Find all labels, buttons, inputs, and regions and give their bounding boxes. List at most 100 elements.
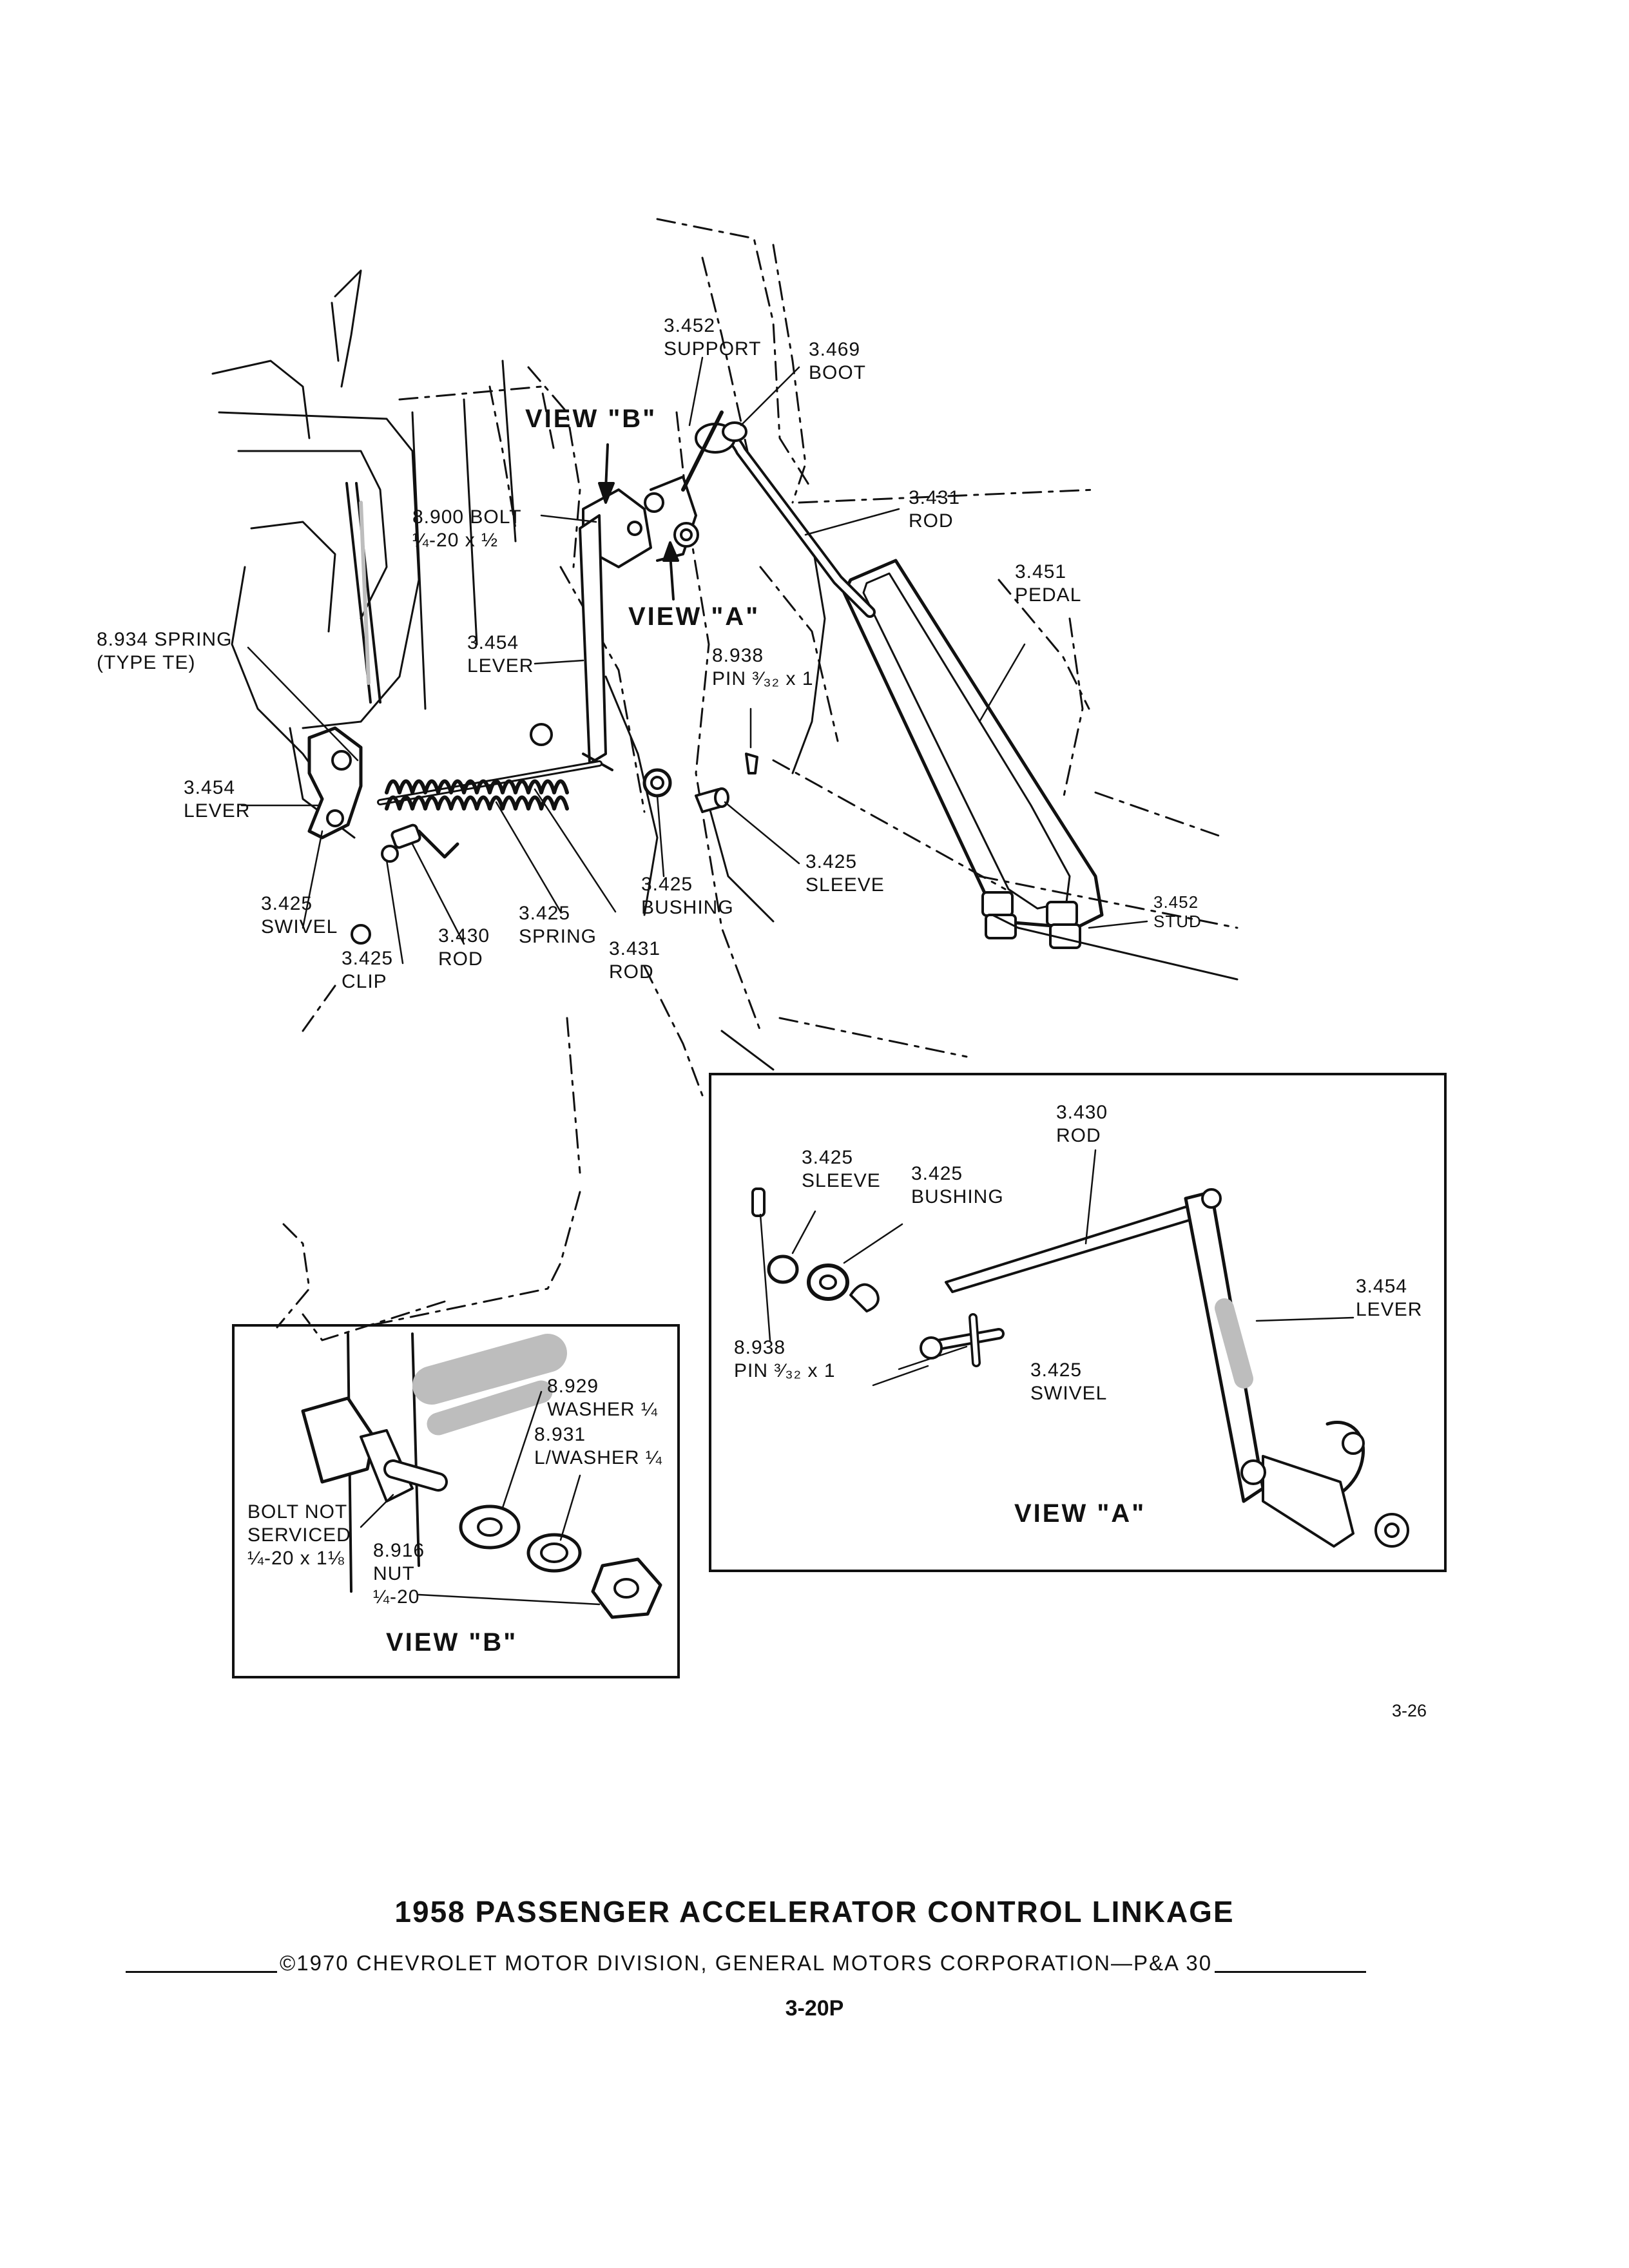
part-name: SWIVEL xyxy=(261,916,338,937)
part-name: BUSHING xyxy=(911,1186,1004,1207)
part-name: BUSHING xyxy=(641,897,734,918)
label-boot-3469: 3.469 BOOT xyxy=(809,338,866,385)
label-rod-3430: 3.430 ROD xyxy=(1056,1101,1108,1148)
part-number: 3.425 xyxy=(911,1163,963,1184)
view-callout-arrows xyxy=(598,443,679,601)
part-note: SERVICED xyxy=(247,1524,351,1546)
label-spring-8934: 8.934 SPRING (TYPE TE) xyxy=(97,628,232,675)
label-pin-8938: 8.938 PIN ³⁄₃₂ x 1 xyxy=(712,644,814,691)
part-name: SLEEVE xyxy=(802,1170,881,1191)
view-b-callout: VIEW "B" xyxy=(525,405,657,433)
part-number: 3.454 xyxy=(467,632,519,653)
part-number: 3.452 xyxy=(664,315,716,336)
part-name: L/WASHER ¼ xyxy=(534,1447,662,1468)
part-size: PIN ³⁄₃₂ x 1 xyxy=(712,668,814,689)
part-number: 3.430 xyxy=(1056,1102,1108,1123)
label-sleeve-3425: 3.425 SLEEVE xyxy=(802,1146,881,1193)
part-size: ¼-20 x 1⅛ xyxy=(247,1548,345,1569)
part-name: SPRING xyxy=(519,926,597,947)
label-lever-3454-left: 3.454 LEVER xyxy=(184,776,250,823)
part-number: 3.430 xyxy=(438,925,490,947)
part-number: 3.454 xyxy=(184,777,236,798)
part-number: 3.425 xyxy=(1030,1360,1083,1381)
label-sleeve-3425: 3.425 SLEEVE xyxy=(805,850,885,897)
part-number: 8.900 BOLT xyxy=(412,506,522,528)
part-number: 3.425 xyxy=(641,874,693,895)
part-number: 3.425 xyxy=(342,948,394,969)
part-name: LEVER xyxy=(184,800,251,822)
part-number: 3.452 xyxy=(1153,892,1199,912)
view-a-callout: VIEW "A" xyxy=(628,602,760,631)
part-number: 8.929 xyxy=(547,1376,599,1397)
figure-number: 3-26 xyxy=(1392,1701,1427,1720)
part-number: 3.425 xyxy=(802,1147,854,1168)
part-number: 3.425 xyxy=(805,851,858,872)
view-a-title: VIEW "A" xyxy=(1014,1499,1146,1528)
part-type: (TYPE TE) xyxy=(97,652,196,673)
label-stud-3452: 3.452 STUD xyxy=(1153,892,1202,931)
part-name: ROD xyxy=(438,948,483,970)
rod-3431-upper xyxy=(695,421,876,618)
label-swivel-3425: 3.425 SWIVEL xyxy=(261,892,338,939)
label-washer-8929: 8.929 WASHER ¼ xyxy=(547,1375,658,1421)
label-support-3452: 3.452 SUPPORT xyxy=(664,314,761,361)
part-name: SWIVEL xyxy=(1030,1383,1108,1404)
part-name: ROD xyxy=(1056,1125,1101,1146)
view-a-inset: 3.430 ROD 3.425 SLEEVE 3.425 BUSHING 3.4… xyxy=(709,1073,1447,1572)
part-name: ROD xyxy=(909,510,954,532)
part-number: 8.916 xyxy=(373,1540,425,1561)
rod-3431-lower xyxy=(377,760,602,805)
part-size: PIN ³⁄₃₂ x 1 xyxy=(734,1360,836,1381)
spring-coil xyxy=(385,723,569,811)
copyright-text: ©1970 CHEVROLET MOTOR DIVISION, GENERAL … xyxy=(279,1951,1213,1975)
pedal-shape xyxy=(842,559,1239,981)
engine-solid-contours xyxy=(211,269,826,1071)
label-bushing-3425: 3.425 BUSHING xyxy=(641,873,734,919)
label-rod-3431-top: 3.431 ROD xyxy=(909,486,960,533)
label-lever-3454-upper: 3.454 LEVER xyxy=(467,631,534,678)
part-name: LEVER xyxy=(1356,1299,1423,1320)
part-number: 8.938 xyxy=(712,645,764,666)
part-number: 8.931 xyxy=(534,1424,586,1445)
view-b-drawing xyxy=(301,1332,662,1619)
page-number: 3-20P xyxy=(785,1996,844,2021)
page-title: 1958 PASSENGER ACCELERATOR CONTROL LINKA… xyxy=(394,1895,1235,1928)
label-nut-8916: 8.916 NUT ¼-20 xyxy=(373,1539,425,1609)
label-pin-8938: 8.938 PIN ³⁄₃₂ x 1 xyxy=(734,1336,836,1383)
throttle-rod xyxy=(345,482,381,704)
bushing-sleeve-main xyxy=(642,753,758,813)
part-number: 3.469 xyxy=(809,339,861,360)
lever-3454-lower xyxy=(307,726,363,840)
part-name: STUD xyxy=(1153,912,1202,931)
part-number: 3.431 xyxy=(909,487,961,508)
part-note: BOLT NOT xyxy=(247,1501,348,1523)
view-a-drawing xyxy=(751,1187,1409,1548)
part-name: SUPPORT xyxy=(664,338,762,360)
label-bushing-3425: 3.425 BUSHING xyxy=(911,1162,1004,1209)
label-bolt-8900: 8.900 BOLT ¼-20 x ½ xyxy=(412,506,522,552)
rule-right xyxy=(1215,1970,1367,1973)
copyright-line: ©1970 CHEVROLET MOTOR DIVISION, GENERAL … xyxy=(126,1951,1367,1975)
swivel-and-clip xyxy=(351,823,459,945)
view-b-title: VIEW "B" xyxy=(386,1628,518,1657)
part-name: LEVER xyxy=(467,655,534,677)
label-bolt-not-serviced: BOLT NOT SERVICED ¼-20 x 1⅛ xyxy=(247,1501,351,1570)
part-size: ¼-20 xyxy=(373,1586,420,1608)
rule-left xyxy=(126,1970,277,1973)
part-number: 3.425 xyxy=(519,903,571,924)
part-number: 3.454 xyxy=(1356,1276,1408,1297)
label-lwasher-8931: 8.931 L/WASHER ¼ xyxy=(534,1423,662,1470)
part-name: PEDAL xyxy=(1015,584,1082,606)
part-name: SLEEVE xyxy=(805,874,885,896)
part-name: BOOT xyxy=(809,362,867,383)
part-name: CLIP xyxy=(342,971,387,992)
part-name: WASHER ¼ xyxy=(547,1399,658,1420)
view-b-inset: 8.929 WASHER ¼ 8.931 L/WASHER ¼ BOLT NOT… xyxy=(232,1324,680,1678)
label-pedal-3451: 3.451 PEDAL xyxy=(1015,561,1081,607)
leader-lines xyxy=(240,356,1148,965)
part-number: 3.425 xyxy=(261,893,313,914)
label-lever-3454: 3.454 LEVER xyxy=(1356,1275,1422,1321)
view-b-leaders xyxy=(360,1390,601,1606)
part-number: 3.431 xyxy=(609,938,661,959)
